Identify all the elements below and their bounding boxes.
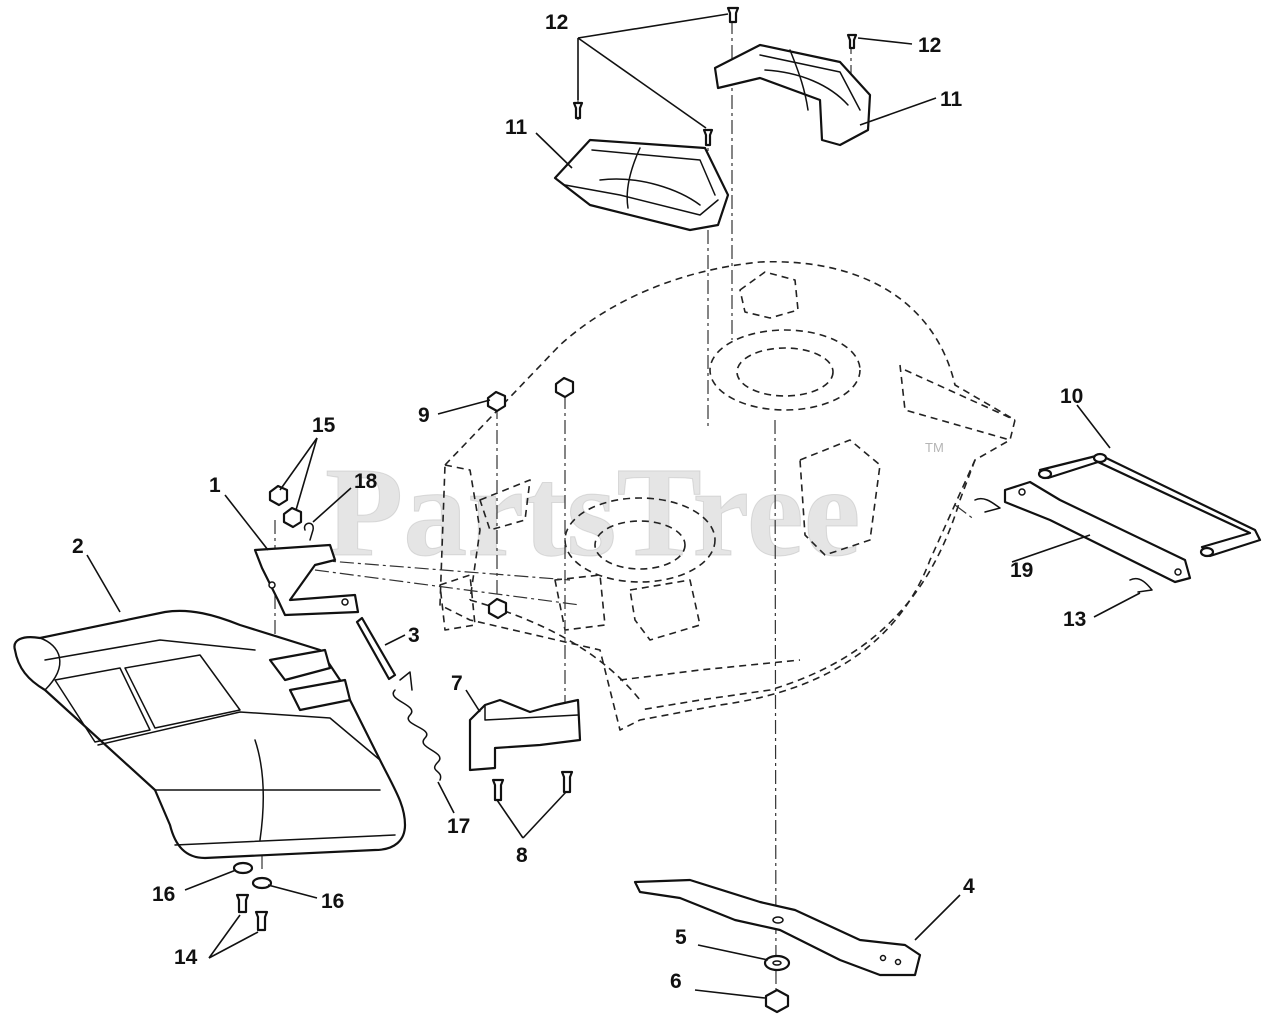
callout-5: 5 (675, 926, 687, 949)
callout-16-right: 16 (321, 890, 344, 913)
callout-7: 7 (451, 672, 463, 695)
callout-9: 9 (418, 404, 430, 427)
callout-3: 3 (408, 624, 420, 647)
hardware (232, 6, 1153, 1014)
lift-handle (1003, 452, 1262, 584)
callout-10: 10 (1060, 385, 1083, 408)
callout-4: 4 (963, 875, 975, 898)
watermark-trademark: TM (925, 440, 944, 455)
callout-14: 14 (174, 946, 198, 969)
chute-bracket (253, 543, 360, 712)
belt-cover-left (553, 138, 730, 232)
leader-lines (86, 13, 1141, 999)
callout-18: 18 (354, 470, 378, 493)
callout-1: 1 (209, 474, 221, 497)
watermark-text: PartsTree (325, 441, 860, 583)
callout-19: 19 (1010, 559, 1033, 582)
callout-8: 8 (516, 844, 528, 867)
callout-11-left: 11 (505, 116, 528, 139)
deflector-bracket (468, 698, 582, 772)
watermark: PartsTree TM (325, 440, 944, 584)
torsion-spring (392, 671, 442, 781)
discharge-chute (13, 609, 407, 860)
callout-16-left: 16 (152, 883, 175, 906)
callout-15: 15 (312, 414, 336, 437)
mower-blade (633, 878, 922, 977)
callout-12-left: 12 (545, 11, 568, 34)
callout-11-right: 11 (940, 88, 963, 111)
belt-cover-right (713, 43, 872, 147)
callout-17: 17 (447, 815, 470, 838)
callout-12-right: 12 (918, 34, 941, 57)
callout-2: 2 (72, 535, 84, 558)
callout-labels: 12 12 11 11 9 10 15 18 1 19 2 13 3 7 17 … (72, 11, 1086, 993)
pivot-rod (355, 616, 397, 681)
callout-13: 13 (1063, 608, 1086, 631)
callout-6: 6 (670, 970, 682, 993)
mower-deck-housing (439, 260, 1016, 731)
